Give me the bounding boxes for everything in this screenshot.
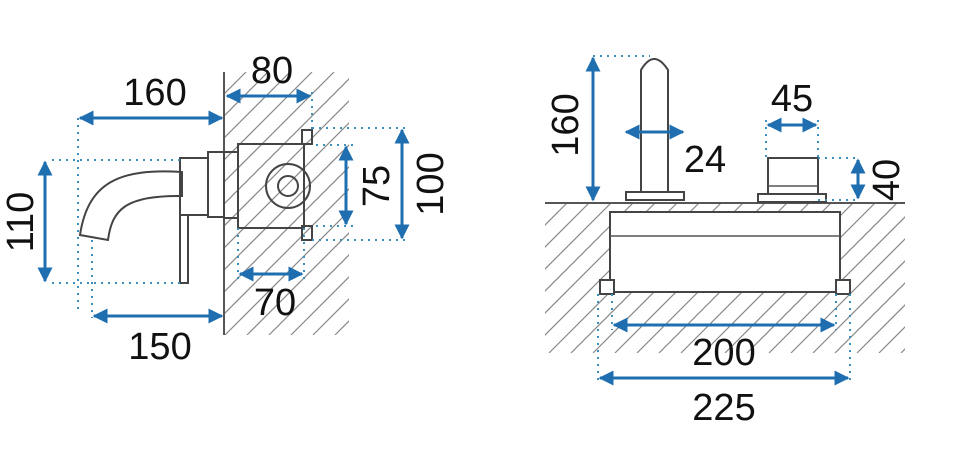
hatch-line: [224, 72, 335, 183]
hatch-line: [545, 203, 568, 226]
hatch-line: [268, 254, 349, 335]
dim-label-45: 45: [771, 78, 813, 120]
extension-lines-right: [593, 55, 860, 382]
hatch-line: [900, 348, 905, 353]
hatch-line: [224, 210, 349, 335]
dim-label-24: 24: [684, 139, 726, 181]
dim-label-150: 150: [128, 326, 191, 368]
dim-label-160-side: 160: [123, 72, 186, 114]
dim-label-75: 75: [356, 165, 398, 207]
hatch-line: [224, 100, 349, 227]
lever: [179, 214, 189, 284]
hatch-line: [224, 72, 313, 161]
dim-label-160-front: 160: [545, 93, 587, 156]
hatch-line: [224, 188, 349, 315]
hatch-line: [812, 260, 905, 353]
hatch-line: [545, 203, 546, 204]
hatch-line: [224, 122, 349, 249]
hatch-line: [224, 166, 349, 293]
dim-label-225: 225: [692, 387, 755, 429]
dim-label-110: 110: [0, 192, 42, 253]
handle-base: [757, 193, 827, 203]
handle-body: [179, 157, 209, 216]
dim-label-70: 70: [254, 282, 296, 324]
hatch-line: [945, 203, 963, 353]
hatch-line: [856, 304, 905, 353]
valve-neck: [223, 151, 239, 219]
box-foot-left: [599, 279, 615, 295]
spout-front: [640, 58, 669, 193]
wall-flange: [207, 151, 225, 218]
hatch-line: [224, 72, 291, 139]
spout: [78, 170, 183, 242]
hatch-line: [246, 232, 349, 335]
valve-ring-outer: [265, 163, 311, 209]
valve-tab-top: [301, 129, 313, 145]
handle-front: [767, 157, 819, 197]
front-view: 160 24 45 40 200 225: [545, 55, 963, 429]
hatch-line: [878, 326, 905, 353]
valve-box: [237, 143, 305, 229]
dim-label-200: 200: [692, 332, 755, 374]
valve-tab-bottom: [301, 225, 313, 241]
hatch-line: [545, 203, 634, 292]
dim-label-100: 100: [410, 152, 452, 215]
hatch-line: [923, 203, 963, 353]
dim-label-80: 80: [251, 50, 293, 92]
wall-hatching-left: [224, 72, 349, 335]
hatch-line: [834, 282, 905, 353]
spout-base: [625, 191, 685, 201]
dim-label-40: 40: [866, 159, 908, 201]
in-wall-box: [609, 211, 841, 293]
hatch-line: [545, 203, 590, 248]
hatch-line: [224, 144, 349, 271]
hatch-line: [545, 203, 612, 270]
valve-ring-inner: [277, 175, 299, 197]
box-foot-right: [835, 279, 851, 295]
hatch-line: [290, 276, 349, 335]
extension-lines-left: [52, 92, 408, 318]
side-view: 160 80 110 75 100 70 150: [0, 50, 452, 368]
